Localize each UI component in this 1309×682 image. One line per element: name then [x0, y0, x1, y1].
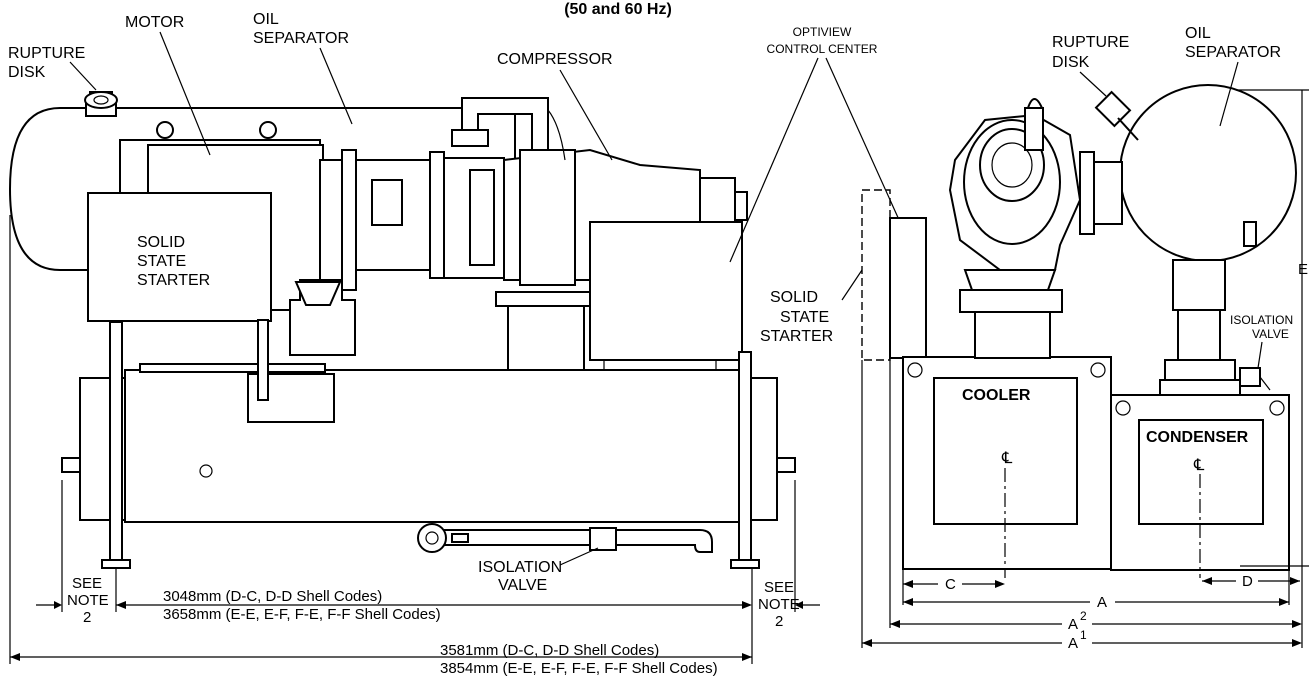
- dim-a2: A 2: [1068, 609, 1087, 633]
- isolation-valve-label: ISOLATION VALVE: [478, 559, 562, 594]
- motor-label: MOTOR: [125, 14, 184, 31]
- optiview-control-center-label: OPTIVIEW CONTROL CENTER: [767, 25, 878, 56]
- svg-text:OIL: OIL: [253, 11, 279, 28]
- svg-text:VALVE: VALVE: [1252, 327, 1289, 341]
- svg-text:STATE: STATE: [780, 309, 829, 326]
- oil-separator-sphere: [1119, 84, 1297, 262]
- lifting-lug: [156, 121, 174, 139]
- rupture-disk-label-right: RUPTURE DISK: [1052, 34, 1129, 71]
- svg-text:RUPTURE: RUPTURE: [8, 45, 85, 62]
- isolation-valve-left: [589, 527, 617, 551]
- drawing-title-fragment: (50 and 60 Hz): [564, 1, 672, 18]
- svg-text:STATE: STATE: [137, 253, 186, 270]
- svg-text:SEE: SEE: [72, 575, 102, 592]
- svg-text:SEPARATOR: SEPARATOR: [1185, 44, 1281, 61]
- heat-exchanger-shell: [124, 369, 746, 523]
- rupture-disk: [84, 91, 118, 117]
- left-side-view: RUPTURE DISK MOTOR OIL SEPARATOR COMPRES…: [8, 11, 820, 677]
- solid-state-starter-label: SOLID STATE STARTER: [137, 234, 210, 289]
- cooler-centerline-symbol: ℄: [1001, 450, 1013, 467]
- svg-text:STARTER: STARTER: [760, 328, 833, 345]
- solid-state-starter-outline: [861, 189, 891, 361]
- svg-text:SEPARATOR: SEPARATOR: [253, 30, 349, 47]
- dim-a1: A 1: [1068, 628, 1087, 652]
- rupture-disk-label: RUPTURE DISK: [8, 45, 85, 81]
- svg-text:NOTE: NOTE: [67, 592, 109, 609]
- svg-text:NOTE: NOTE: [758, 596, 800, 613]
- svg-text:DISK: DISK: [1052, 54, 1090, 71]
- see-note-left: SEE NOTE 2: [67, 575, 109, 626]
- condenser-centerline-symbol: ℄: [1193, 457, 1205, 474]
- isolation-valve-label-right: ISOLATION VALVE: [1230, 313, 1293, 341]
- dim-b-partial: E: [1298, 261, 1308, 278]
- oil-separator-label-right: OIL SEPARATOR: [1185, 25, 1281, 61]
- right-end-view: COOLER ℄ CONDENSER ℄: [760, 25, 1309, 652]
- svg-text:OPTIVIEW: OPTIVIEW: [793, 25, 852, 39]
- svg-text:OIL: OIL: [1185, 25, 1211, 42]
- tube-length-dimension: 3048mm (D-C, D-D Shell Codes) 3658mm (E-…: [163, 588, 441, 623]
- dim-c: C: [945, 576, 956, 593]
- svg-text:STARTER: STARTER: [137, 272, 210, 289]
- optiview-control-panel: [589, 221, 743, 361]
- lifting-lug: [259, 121, 277, 139]
- svg-text:1: 1: [1080, 628, 1087, 642]
- svg-text:2: 2: [775, 613, 783, 630]
- svg-text:DISK: DISK: [8, 64, 46, 81]
- solid-state-starter-label-right: SOLID STATE STARTER: [760, 289, 833, 345]
- rupture-disk-right: [1094, 90, 1139, 141]
- svg-text:ISOLATION: ISOLATION: [1230, 313, 1293, 327]
- compressor-label: COMPRESSOR: [497, 51, 613, 68]
- svg-text:ISOLATION: ISOLATION: [478, 559, 562, 576]
- svg-text:RUPTURE: RUPTURE: [1052, 34, 1129, 51]
- svg-text:SOLID: SOLID: [770, 289, 818, 306]
- cooler-label: COOLER: [962, 387, 1031, 404]
- condenser-label: CONDENSER: [1146, 429, 1249, 446]
- svg-text:A: A: [1068, 635, 1078, 652]
- svg-text:2: 2: [83, 609, 91, 626]
- solid-state-starter-left: [87, 192, 272, 322]
- overall-length-dimension: 3581mm (D-C, D-D Shell Codes) 3854mm (E-…: [440, 642, 718, 677]
- svg-text:3581mm (D-C, D-D Shell Codes): 3581mm (D-C, D-D Shell Codes): [440, 642, 659, 659]
- svg-text:3658mm (E-E, E-F, F-E, F-F She: 3658mm (E-E, E-F, F-E, F-F Shell Codes): [163, 606, 441, 623]
- svg-text:3854mm (E-E, E-F, F-E, F-F She: 3854mm (E-E, E-F, F-E, F-F Shell Codes): [440, 660, 718, 677]
- see-note-right: SEE NOTE 2: [758, 579, 800, 630]
- svg-text:SEE: SEE: [764, 579, 794, 596]
- svg-text:3048mm (D-C, D-D Shell Codes): 3048mm (D-C, D-D Shell Codes): [163, 588, 382, 605]
- svg-text:VALVE: VALVE: [498, 577, 547, 594]
- isolation-valve-right: [1239, 367, 1261, 387]
- svg-text:CONTROL CENTER: CONTROL CENTER: [767, 42, 878, 56]
- oil-separator-label: OIL SEPARATOR: [253, 11, 349, 47]
- dim-a: A: [1097, 594, 1107, 611]
- svg-text:2: 2: [1080, 609, 1087, 623]
- svg-text:A: A: [1068, 616, 1078, 633]
- svg-text:SOLID: SOLID: [137, 234, 185, 251]
- dim-d: D: [1242, 573, 1253, 590]
